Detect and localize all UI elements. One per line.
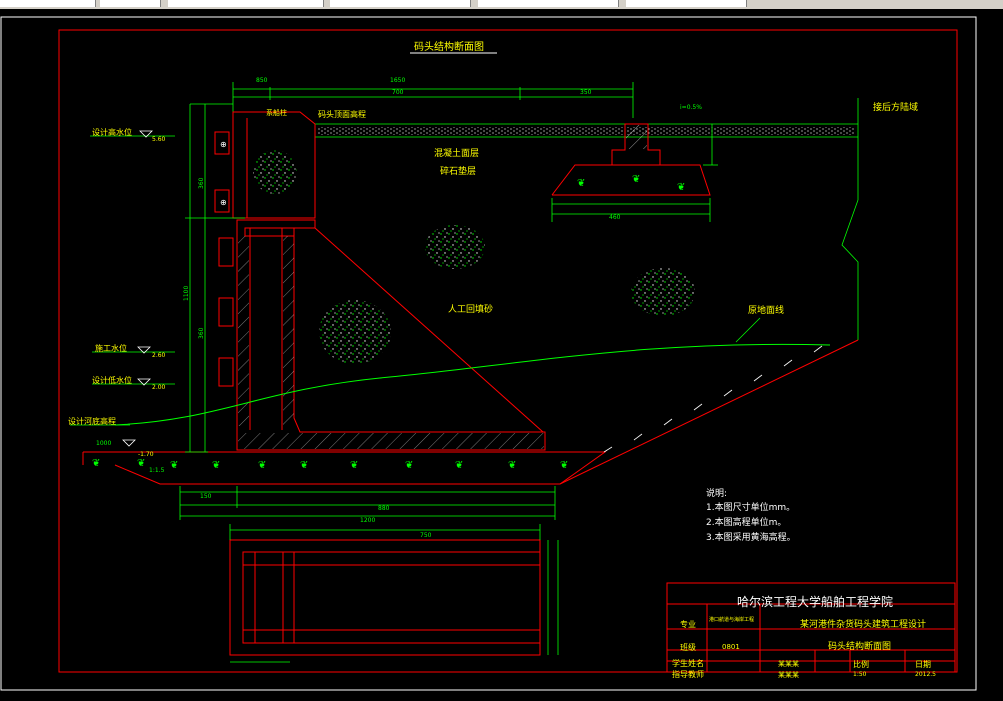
svg-text:❦: ❦: [300, 460, 308, 471]
toolbar-segment[interactable]: [168, 0, 324, 7]
water-level-value: 2.60: [152, 352, 166, 359]
svg-text:❦: ❦: [632, 174, 640, 185]
backfill-label: 人工回填砂: [448, 305, 494, 315]
gravel-symbols: ❦ ❦ ❦ ❦ ❦ ❦ ❦ ❦ ❦ ❦ ❦: [92, 458, 568, 471]
plan-view: [229, 539, 541, 656]
svg-text:❦: ❦: [577, 178, 585, 189]
svg-text:❦: ❦: [677, 182, 685, 193]
toolbar-segment[interactable]: [100, 0, 161, 7]
drawing-title: 码头结构断面图: [414, 42, 484, 53]
gravel-bed: [114, 451, 607, 485]
author-label: 学生姓名: [672, 659, 704, 668]
student-label: 班级: [680, 643, 696, 652]
svg-text:❦: ❦: [455, 460, 463, 471]
svg-text:❦: ❦: [560, 460, 568, 471]
scale-label: 比例: [853, 660, 869, 669]
dim-text: 360: [198, 177, 205, 189]
design-high-water-label: 设计高水位: [92, 128, 132, 137]
gradient-label: i=0.5%: [680, 104, 702, 111]
drawing-svg: ❦ ❦ ❦ ❦ ❦ ❦ ❦ ❦ ❦ ❦ ❦ ❦ ❦ ❦: [0, 16, 977, 691]
dim-text: 1650: [390, 77, 406, 84]
dim-text: 1200: [360, 517, 376, 524]
svg-text:⊕: ⊕: [220, 198, 227, 207]
backfill-blobs: [253, 150, 695, 364]
window-toolbar: [0, 0, 1003, 9]
project-name: 某河港件杂货码头建筑工程设计: [800, 620, 927, 630]
inner-frame: [58, 29, 958, 673]
bottom-dims: [179, 486, 556, 520]
toolbar-segment[interactable]: [330, 0, 471, 7]
dim-text: 1100: [183, 285, 190, 301]
dim-text: 360: [198, 327, 205, 339]
sheet-name: 码头结构断面图: [828, 642, 892, 652]
school-name: 哈尔滨工程大学船舶工程学院: [737, 595, 894, 609]
student-value: 0801: [722, 643, 740, 651]
elev-top-label: 码头顶面高程: [318, 110, 366, 119]
outer-frame: [0, 16, 977, 691]
svg-text:❦: ❦: [212, 460, 220, 471]
original-mud-line: [114, 343, 831, 426]
toolbar-segment[interactable]: [478, 0, 619, 7]
water-level-value: 2.00: [152, 384, 166, 391]
concrete-surface-label: 混凝土面层: [434, 149, 480, 159]
scale-value: 1:50: [853, 671, 867, 678]
design-low-water-label: 设计低水位: [92, 376, 132, 385]
dim-text: 850: [256, 77, 268, 84]
rail-beam: [551, 123, 711, 196]
dim-text: 350: [580, 89, 592, 96]
svg-text:❦: ❦: [258, 460, 266, 471]
cap-beam: [232, 111, 316, 219]
major-label: 专业: [680, 620, 696, 629]
slope-label: 1:1.5: [149, 467, 165, 474]
cad-drawing-canvas[interactable]: ❦ ❦ ❦ ❦ ❦ ❦ ❦ ❦ ❦ ❦ ❦ ❦ ❦ ❦: [0, 9, 1003, 701]
deck-surface: [315, 98, 859, 340]
notes-heading: 说明:: [706, 489, 728, 499]
rear-line-label: 接后方陆域: [873, 103, 919, 113]
toolbar-segment[interactable]: [0, 0, 96, 7]
svg-text:❦: ❦: [137, 458, 145, 469]
dim-text: 1000: [96, 440, 112, 447]
svg-text:❦: ❦: [508, 460, 516, 471]
gravel-label: 碎石垫层: [440, 167, 477, 177]
dim-text: 150: [200, 493, 212, 500]
note-item: 2.本图高程单位m。: [706, 518, 787, 528]
bollard-label: 系船柱: [266, 109, 287, 117]
original-mud-label: 原地面线: [748, 306, 785, 316]
slope-ticks: [603, 345, 823, 453]
svg-text:❦: ❦: [92, 458, 100, 469]
title-block: [666, 582, 956, 673]
major-value: 港口航道与海岸工程: [709, 617, 755, 623]
advisor-value: 某某某: [778, 671, 799, 679]
date-label: 日期: [915, 660, 931, 669]
water-level-value: -1.70: [138, 451, 154, 458]
deck-hatch: [318, 127, 854, 135]
seabed-slope: [82, 339, 859, 485]
dim-text: 750: [420, 532, 432, 539]
top-dim-lines: [190, 82, 634, 118]
construction-water-label: 施工水位: [95, 344, 127, 353]
note-item: 3.本图采用黄海高程。: [706, 533, 796, 543]
svg-text:❦: ❦: [350, 460, 358, 471]
water-level-value: 5.60: [152, 136, 166, 143]
advisor-label: 指导教师: [672, 670, 704, 679]
design-bed-label: 设计河底高程: [68, 417, 116, 426]
toolbar-segment[interactable]: [626, 0, 747, 7]
dim-text: 880: [378, 505, 390, 512]
author-value: 某某某: [778, 660, 799, 668]
retaining-wall: [236, 219, 546, 451]
left-dims: [185, 104, 245, 453]
note-item: 1.本图尺寸单位mm。: [706, 503, 796, 513]
dim-text: 460: [609, 214, 621, 221]
water-levels: [70, 135, 175, 426]
wall-fenders: [214, 131, 234, 387]
date-value: 2012.5: [915, 671, 936, 678]
svg-text:⊕: ⊕: [220, 140, 227, 149]
dim-text: 700: [392, 89, 404, 96]
svg-text:❦: ❦: [170, 460, 178, 471]
svg-text:❦: ❦: [405, 460, 413, 471]
